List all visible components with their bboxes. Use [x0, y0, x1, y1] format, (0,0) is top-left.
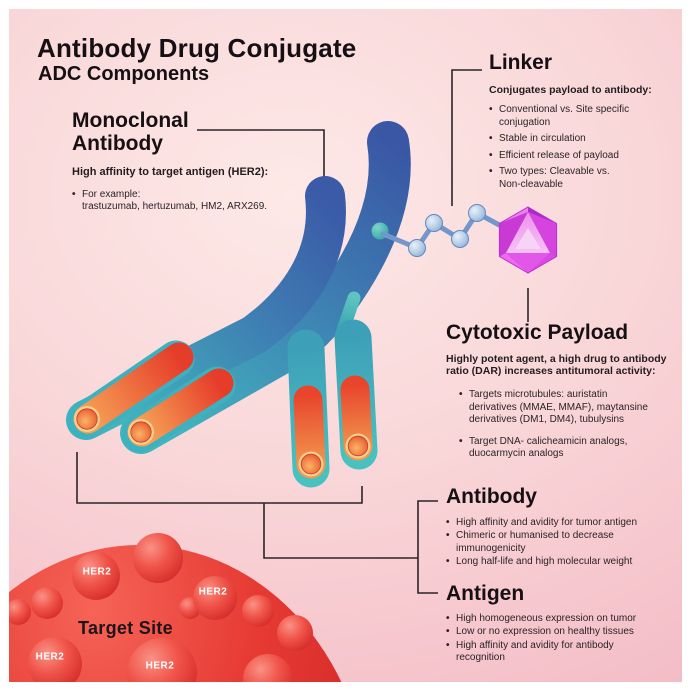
- antigen-heading: Antigen: [446, 582, 525, 605]
- antigen-section: Antigen High homogeneous expression on t…: [446, 582, 686, 666]
- antibody-list: High affinity and avidity for tumor anti…: [446, 517, 686, 569]
- linker-callout-line: [451, 69, 482, 206]
- monoclonal-antibody-heading: Monoclonal Antibody: [72, 109, 189, 155]
- list-item: Efficient release of payload: [489, 150, 664, 163]
- monoclonal-antibody-intro: High affinity to target antigen (HER2):: [72, 166, 269, 179]
- monoclonal-antibody-list: For example: trastuzumab, hertuzumab, HM…: [72, 189, 352, 214]
- payload-icosahedron-icon: [498, 206, 558, 274]
- list-item: High homogeneous expression on tumor: [446, 613, 686, 626]
- list-item: High affinity and avidity for antibody r…: [446, 640, 686, 665]
- monoclonal-antibody-section: Monoclonal Antibody High affinity to tar…: [72, 109, 352, 214]
- list-item: Targets microtubules: auristatin derivat…: [459, 389, 686, 427]
- antibody-section: Antibody High affinity and avidity for t…: [446, 485, 686, 570]
- target-cell-illustration: [0, 533, 346, 691]
- cytotoxic-payload-section: Cytotoxic Payload Highly potent agent, a…: [446, 321, 686, 470]
- antibody-heading: Antibody: [446, 485, 537, 508]
- linker-heading: Linker: [489, 51, 553, 74]
- cytotoxic-payload-list: Targets microtubules: auristatin derivat…: [446, 389, 686, 461]
- antibody-underbracket-line: [76, 452, 363, 504]
- antibody-illustration: [66, 121, 411, 488]
- antibody-antigen-bracket-line: [417, 500, 438, 594]
- list-item: Two types: Cleavable vs. Non-cleavable: [489, 166, 664, 191]
- her2-receptor-label: HER2: [82, 566, 112, 578]
- bracket-connector-line: [263, 503, 418, 559]
- list-item: Stable in circulation: [489, 133, 664, 146]
- her2-receptor-label: HER2: [145, 660, 175, 672]
- list-item: For example: trastuzumab, hertuzumab, HM…: [72, 189, 352, 214]
- cytotoxic-payload-heading: Cytotoxic Payload: [446, 321, 629, 344]
- list-item: Low or no expression on healthy tissues: [446, 626, 686, 639]
- monoclonal-callout-line: [197, 129, 325, 180]
- her2-receptor-label: HER2: [198, 586, 228, 598]
- list-item: Long half-life and high molecular weight: [446, 556, 686, 569]
- her2-receptor-label: HER2: [35, 651, 65, 663]
- list-item: Conventional vs. Site specific conjugati…: [489, 104, 664, 129]
- cytotoxic-payload-intro: Highly potent agent, a high drug to anti…: [446, 352, 667, 378]
- connector-lines: [76, 69, 529, 594]
- page-title: Antibody Drug Conjugate: [37, 33, 357, 63]
- list-item: Chimeric or humanised to decrease immuno…: [446, 530, 686, 555]
- linker-list: Conventional vs. Site specific conjugati…: [489, 104, 664, 191]
- page-subtitle: ADC Components: [38, 63, 210, 85]
- linker-intro: Conjugates payload to antibody:: [489, 83, 652, 96]
- linker-section: Linker Conjugates payload to antibody: C…: [489, 51, 664, 195]
- linker-chain-illustration: [371, 204, 506, 257]
- target-site-label: Target Site: [78, 618, 173, 638]
- list-item: Target DNA- calicheamicin analogs, duoca…: [459, 436, 686, 461]
- antigen-list: High homogeneous expression on tumor Low…: [446, 613, 686, 665]
- list-item: High affinity and avidity for tumor anti…: [446, 517, 686, 530]
